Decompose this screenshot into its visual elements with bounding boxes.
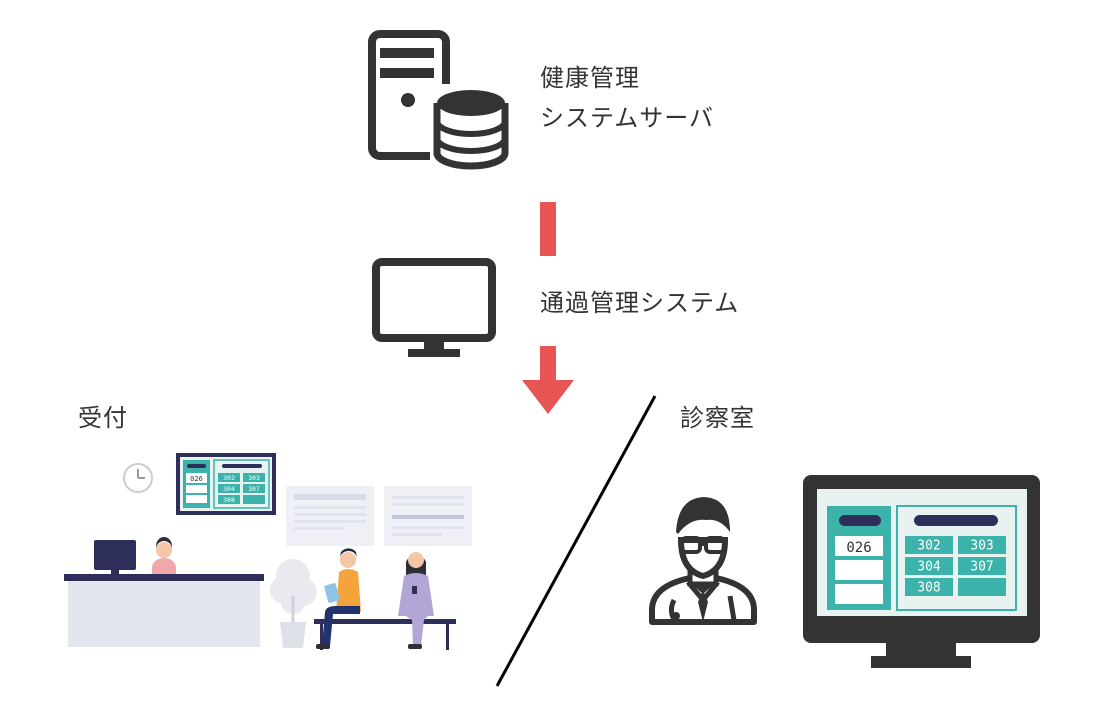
monitor-icon	[372, 258, 496, 357]
server-label-line1: 健康管理	[540, 64, 640, 92]
connector-bar	[540, 202, 556, 256]
doctor-icon	[649, 497, 757, 625]
server-database-icon	[368, 30, 512, 180]
server-label-line2: システムサーバ	[540, 104, 715, 132]
notice-poster-left	[286, 486, 374, 546]
large-board-number: 304	[917, 560, 941, 575]
notice-poster-right	[384, 486, 472, 546]
large-board-cell	[905, 536, 953, 554]
pass-management-system-label: 通過管理システム	[540, 289, 740, 317]
large-board-cell	[958, 557, 1006, 575]
large-board-cell	[905, 557, 953, 575]
potted-plant	[270, 559, 317, 648]
small-board-cell	[218, 495, 240, 504]
small-board-cell	[218, 484, 240, 493]
large-board-cell	[958, 536, 1006, 554]
small-board-number: 302	[223, 474, 235, 482]
large-board-number: 302	[917, 539, 940, 554]
clock-icon	[123, 463, 153, 493]
small-board-number: 308	[223, 496, 235, 504]
server-label: 健康管理 システムサーバ	[540, 58, 714, 138]
large-board-number: 303	[970, 539, 993, 554]
waiting-bench	[314, 619, 456, 650]
desk-monitor	[94, 540, 136, 575]
receptionist-figure	[152, 537, 176, 576]
small-board-cell	[243, 484, 265, 493]
reception-counter	[64, 574, 264, 647]
small-board-cell	[218, 473, 240, 482]
large-board-cell	[958, 578, 1006, 596]
large-board-current: 026	[846, 540, 871, 556]
divider-line	[495, 395, 657, 687]
small-board-current: 026	[190, 475, 203, 483]
small-board-cell	[243, 473, 265, 482]
reception-label: 受付	[78, 404, 128, 432]
waiting-woman-figure	[398, 552, 434, 649]
exam-room-label: 診察室	[680, 404, 755, 432]
large-board-cell	[905, 578, 953, 596]
down-arrow-icon	[522, 346, 574, 414]
waiting-man-figure	[316, 548, 361, 649]
large-board-number: 307	[970, 560, 993, 575]
small-board-cell	[243, 495, 265, 504]
small-board-number: 303	[248, 474, 260, 482]
small-board-number: 307	[248, 485, 260, 493]
reception-illustration: 026 302 303 304 307 308	[64, 453, 472, 650]
large-display-monitor: 026 302 303 304 307 308	[803, 475, 1040, 668]
small-display-board: 026 302 303 304 307 308	[176, 453, 276, 515]
small-board-number: 304	[223, 485, 235, 493]
large-board-number: 308	[917, 581, 940, 596]
